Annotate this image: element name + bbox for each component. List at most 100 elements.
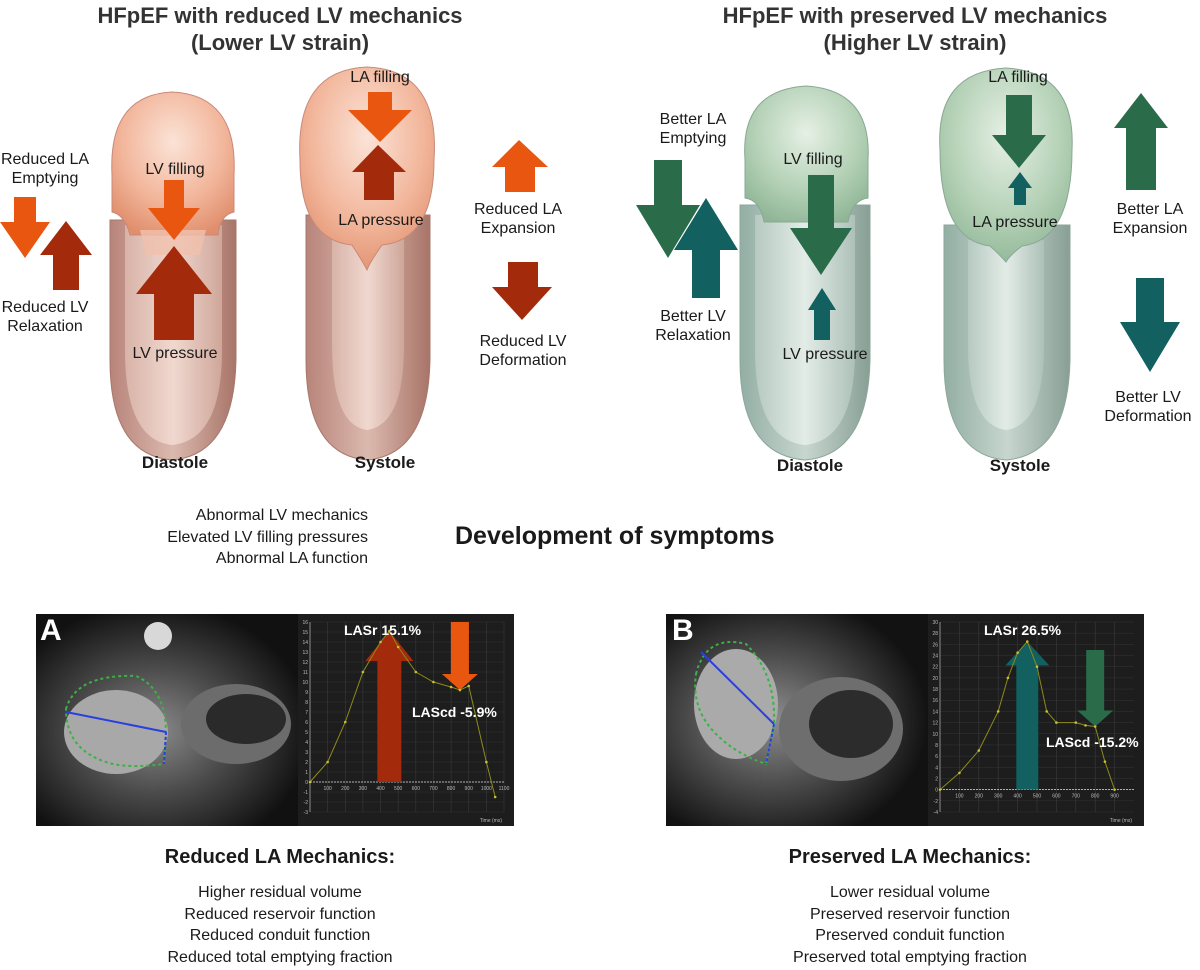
arrow-lv-filling-left — [148, 180, 200, 240]
y-tick-label: -1 — [304, 790, 309, 796]
label-la-pressure-left: LA pressure — [338, 212, 424, 229]
data-point — [396, 645, 400, 649]
label-lv-deformation-left: Reduced LV Deformation — [479, 333, 567, 369]
y-tick-label: 12 — [932, 721, 938, 727]
y-tick-label: 8 — [935, 743, 938, 749]
data-point — [1093, 725, 1097, 728]
label-diastole-left: Diastole — [141, 453, 209, 472]
data-point — [1084, 724, 1087, 727]
label-lv-filling-right: LV filling — [783, 151, 843, 168]
arrow-la-pressure-left — [352, 145, 406, 200]
data-point — [432, 680, 435, 684]
y-tick-label: 28 — [932, 631, 938, 637]
y-tick-label: 12 — [302, 660, 308, 666]
y-tick-label: 26 — [932, 642, 938, 648]
label-systole-left: Systole — [354, 453, 416, 472]
heart-diagram — [0, 66, 1180, 461]
x-tick-label: 200 — [341, 786, 350, 792]
x-tick-label: 600 — [412, 786, 421, 792]
conduit-arrow — [1077, 649, 1114, 727]
y-tick-label: 4 — [305, 740, 308, 746]
label-lv-relaxation-right: Better LV Relaxation — [655, 308, 731, 344]
x-tick-label: 1000 — [481, 786, 492, 792]
data-point — [1035, 665, 1039, 669]
y-tick-label: 10 — [302, 680, 308, 686]
data-point — [326, 760, 329, 764]
x-tick-label: 800 — [1091, 794, 1100, 800]
left-title: HFpEF with reduced LV mechanics (Lower L… — [97, 3, 463, 55]
development-of-symptoms: Development of symptoms — [455, 522, 775, 550]
chart-background — [298, 614, 514, 826]
x-tick-label: 1100 — [499, 786, 510, 792]
data-point — [458, 688, 462, 692]
x-tick-label: 300 — [359, 786, 368, 792]
list-item: Preserved total emptying fraction — [793, 948, 1027, 966]
arrow-lv-deformation-left — [492, 262, 552, 320]
x-tick-label: 900 — [1110, 794, 1119, 800]
heart-right-diastole — [739, 85, 871, 461]
y-tick-label: 15 — [302, 630, 308, 636]
y-tick-label: 11 — [303, 670, 308, 676]
list-item: Preserved conduit function — [815, 927, 1005, 944]
label-lv-pressure-right: LV pressure — [782, 346, 868, 363]
arrow-la-filling-right — [992, 95, 1046, 168]
data-point — [1026, 640, 1029, 643]
mri-image-a — [36, 614, 298, 826]
y-tick-label: 9 — [305, 690, 308, 696]
x-tick-label: 400 — [376, 786, 385, 792]
right-title: HFpEF with preserved LV mechanics (Highe… — [722, 3, 1108, 55]
data-point — [414, 670, 418, 674]
label-lv-deformation-right: Better LV Deformation — [1104, 389, 1192, 425]
y-tick-label: 5 — [305, 730, 308, 736]
x-tick-label: 100 — [323, 786, 332, 792]
data-point — [1074, 721, 1078, 724]
arrow-la-emptying-left — [0, 197, 50, 258]
y-tick-label: 0 — [935, 788, 938, 794]
y-tick-label: 8 — [305, 700, 308, 706]
arrow-la-filling-left — [348, 92, 412, 142]
data-point — [308, 780, 312, 784]
y-tick-label: 2 — [305, 760, 308, 766]
x-tick-label: 400 — [1013, 794, 1022, 800]
y-tick-label: 4 — [935, 765, 938, 771]
y-tick-label: 16 — [932, 698, 938, 704]
arrow-lv-deformation-right — [1120, 278, 1180, 372]
arrow-la-expansion-right — [1114, 93, 1168, 190]
preserved-mechanics-list: Lower residual volume Preserved reservoi… — [740, 882, 1080, 968]
y-tick-label: 1 — [305, 770, 308, 776]
data-point — [1055, 721, 1058, 724]
x-axis-label: Time (ms) — [1110, 818, 1133, 824]
x-tick-label: 300 — [994, 794, 1003, 800]
y-tick-label: 24 — [932, 654, 938, 660]
y-tick-label: 22 — [932, 665, 938, 671]
y-tick-label: 30 — [932, 620, 938, 626]
x-tick-label: 100 — [955, 794, 964, 800]
arrow-lv-relaxation-left — [40, 221, 92, 290]
list-item: Preserved reservoir function — [809, 905, 1011, 923]
label-la-expansion-right: Better LA Expansion — [1112, 201, 1188, 237]
panel-b-conduit-label: LAScd -15.2% — [1046, 734, 1139, 750]
y-tick-label: 14 — [932, 709, 938, 715]
y-tick-label: 13 — [302, 650, 308, 656]
mri-image-b — [666, 614, 928, 826]
data-point — [379, 640, 382, 644]
arrow-lv-pressure-right — [808, 288, 836, 340]
panel-a-reservoir-label: LASr 15.1% — [344, 622, 422, 638]
data-point — [467, 684, 471, 688]
y-tick-label: -2 — [304, 800, 309, 806]
x-tick-label: 700 — [1072, 794, 1081, 800]
data-point — [343, 720, 347, 724]
x-tick-label: 900 — [465, 786, 474, 792]
panel-a-conduit-label: LAScd -5.9% — [412, 704, 497, 720]
y-tick-label: 18 — [932, 687, 938, 693]
y-tick-label: 16 — [302, 620, 308, 626]
y-tick-label: -2 — [934, 799, 939, 805]
data-point — [485, 760, 488, 764]
arrow-la-pressure-right — [1008, 172, 1032, 205]
data-point — [1045, 710, 1048, 713]
label-lv-relaxation-left: Reduced LV Relaxation — [1, 299, 89, 335]
conduit-arrow — [441, 622, 478, 690]
x-tick-label: 200 — [975, 794, 984, 800]
